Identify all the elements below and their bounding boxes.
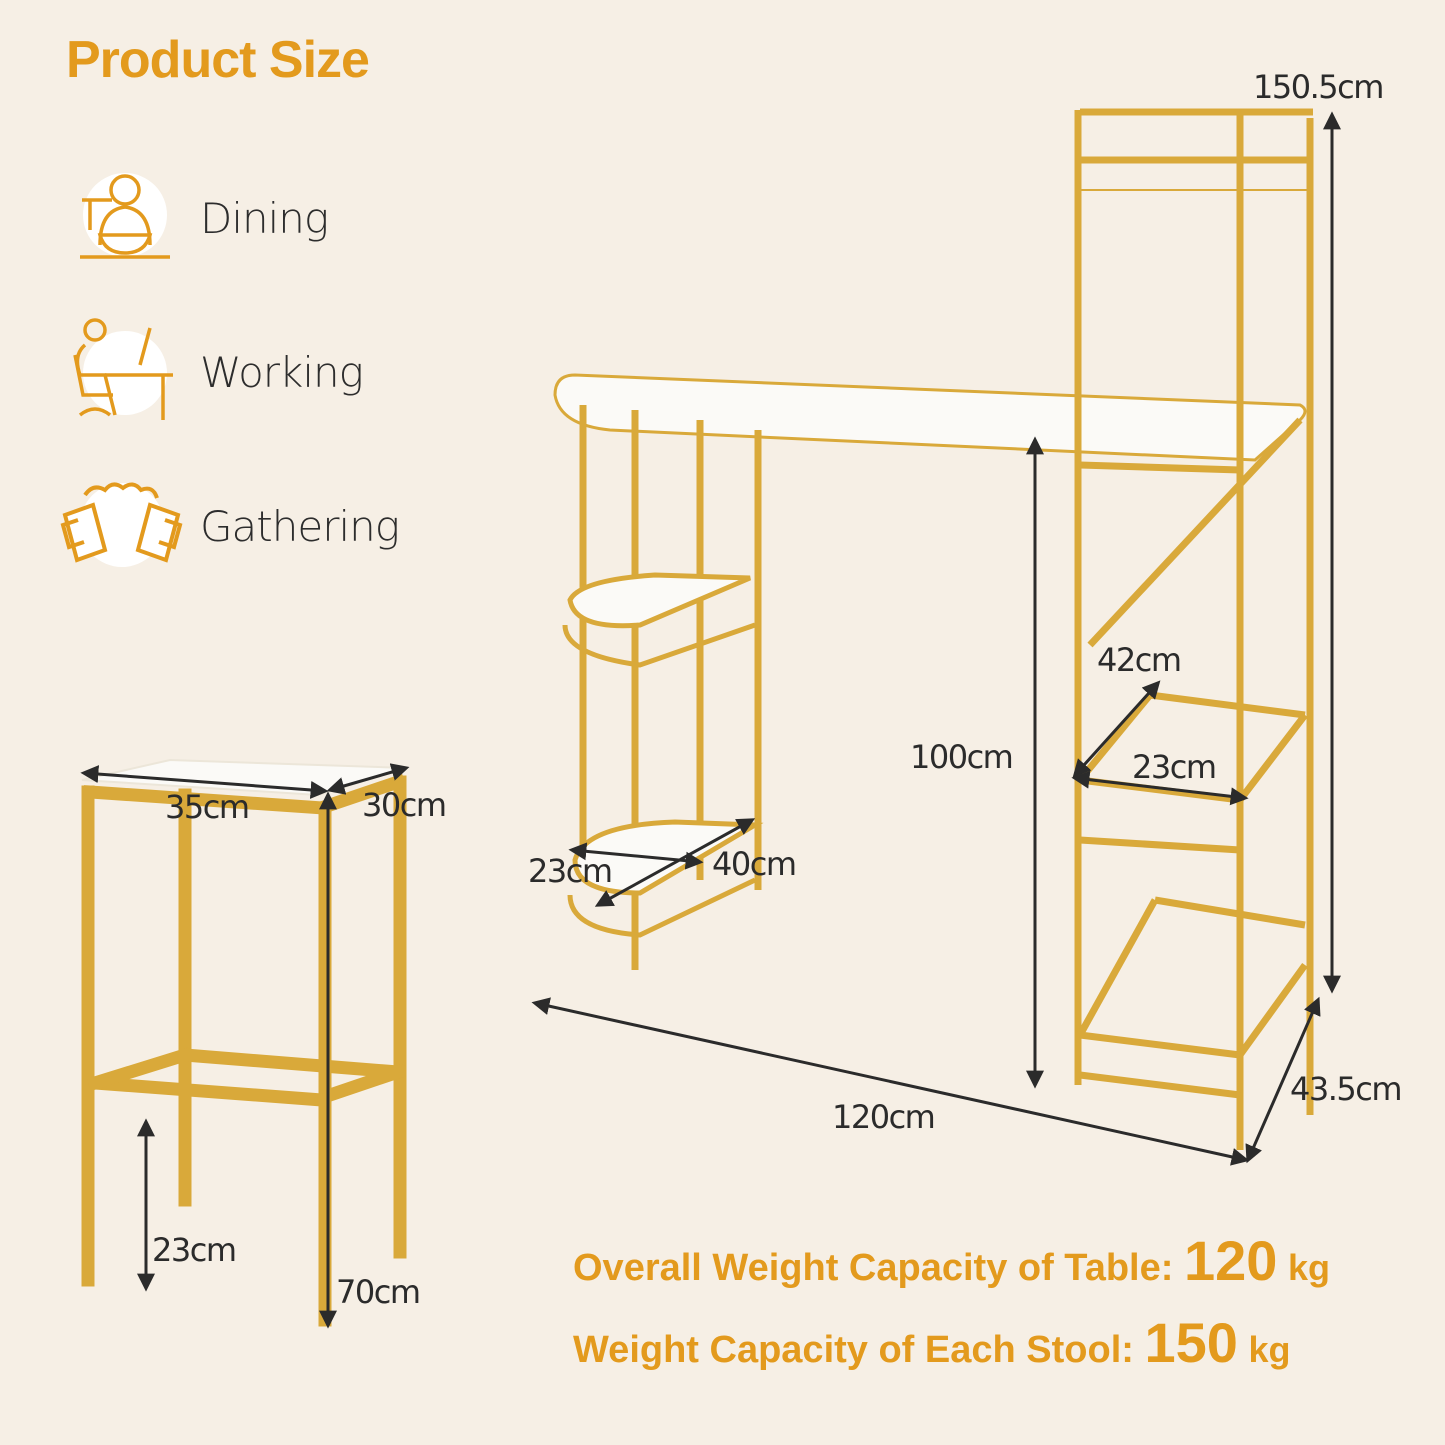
table-length-label: 120cm	[832, 1098, 936, 1136]
dining-person-icon	[80, 173, 170, 259]
stool-width-label: 35cm	[165, 788, 250, 826]
table-capacity-unit: kg	[1287, 1247, 1330, 1288]
use-dining-label: Dining	[200, 194, 329, 243]
stool-frame	[81, 758, 407, 1327]
stool-dimension-lines	[80, 763, 410, 1329]
table-capacity: Overall Weight Capacity of Table: 120 kg	[573, 1228, 1330, 1293]
stool-capacity-label: Weight Capacity of Each Stool:	[573, 1329, 1134, 1371]
table-capacity-label: Overall Weight Capacity of Table:	[573, 1247, 1174, 1289]
side-shelf-depth-label: 23cm	[528, 852, 613, 890]
stool-capacity: Weight Capacity of Each Stool: 150 kg	[573, 1310, 1291, 1375]
tower-height-label: 150.5cm	[1253, 68, 1384, 106]
use-working-label: Working	[200, 348, 364, 397]
page-title: Product Size	[66, 31, 370, 89]
table-capacity-value: 120	[1183, 1229, 1278, 1292]
stool-footrest-height-label: 23cm	[152, 1231, 237, 1269]
table-depth-label: 43.5cm	[1290, 1070, 1403, 1108]
tower-shelf-width-label: 42cm	[1097, 641, 1182, 679]
stool-capacity-unit: kg	[1248, 1329, 1291, 1370]
side-shelf-width-label: 40cm	[712, 845, 797, 883]
use-gathering-label: Gathering	[200, 502, 400, 551]
stool-depth-label: 30cm	[362, 786, 447, 824]
tower-shelf-depth-label: 23cm	[1132, 748, 1217, 786]
table-frame	[553, 108, 1314, 1150]
stool-capacity-value: 150	[1144, 1311, 1238, 1374]
beer-mugs-icon	[60, 482, 183, 567]
table-dimension-lines	[531, 111, 1341, 1166]
table-height-label: 100cm	[910, 738, 1014, 776]
stool-height-label: 70cm	[336, 1273, 421, 1311]
working-desk-icon	[73, 318, 173, 420]
